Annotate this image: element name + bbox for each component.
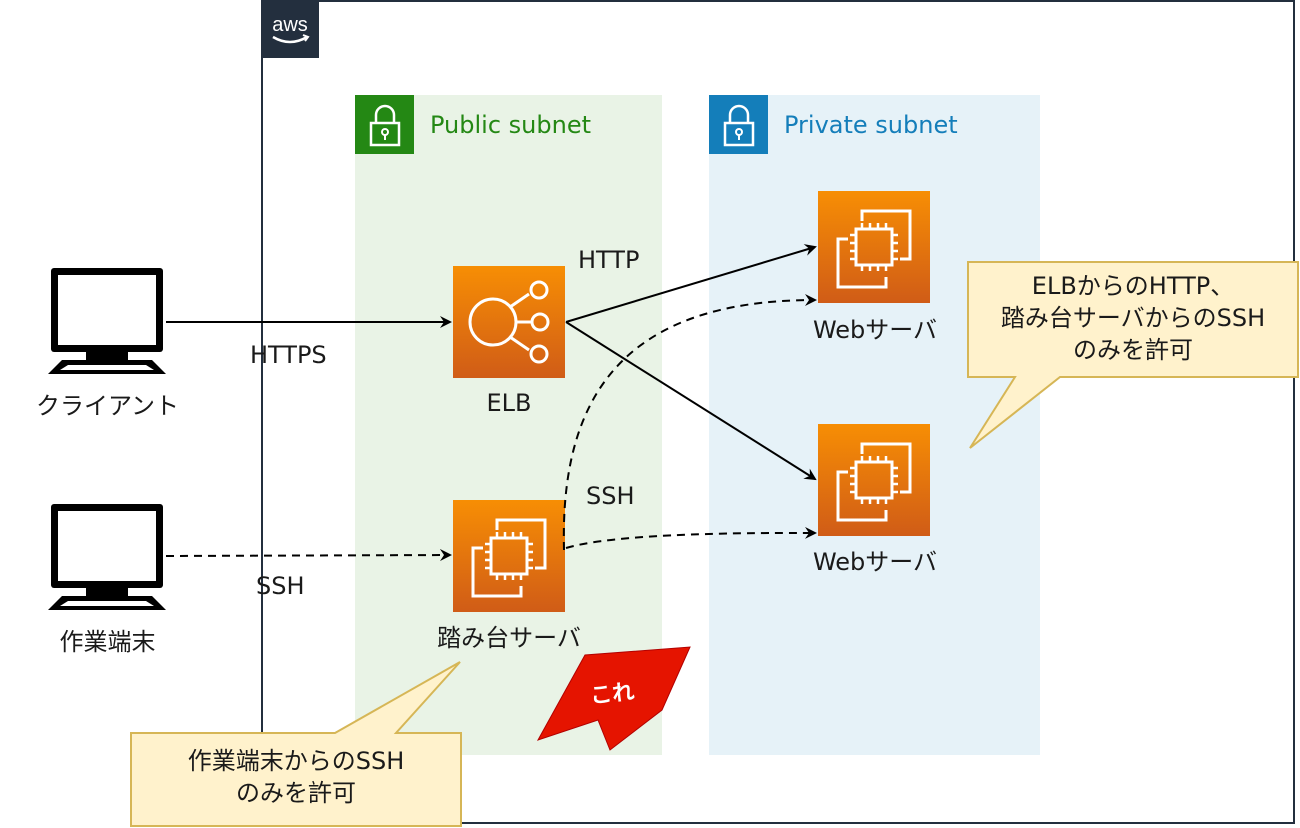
private-subnet-title: Private subnet [784,111,958,139]
public-subnet-lock-badge [355,95,414,154]
client-node[interactable] [46,264,168,382]
aws-logo-icon: aws [272,14,310,44]
web-server-1-node[interactable] [818,191,930,303]
web-callout-line-2: 踏み台サーバからのSSH [1000,304,1266,332]
ssh-connector-label-external: SSH [256,572,305,600]
web-server-2-label: Webサーバ [812,548,938,576]
http-connector-web2 [565,321,817,481]
workstation-node[interactable] [46,500,168,618]
public-subnet-title: Public subnet [430,111,591,139]
web-callout-line-1: ELBからのHTTP、 [1031,272,1235,300]
ec2-instance-icon [471,518,547,598]
lock-icon [723,104,754,146]
desktop-computer-icon [48,504,166,610]
bastion-callout-line-1: 作業端末からのSSH [187,747,405,775]
ssh-connector-workstation-bastion [165,549,452,562]
ec2-instance-icon [836,442,912,522]
bastion-callout-line-2: のみを許可 [236,779,356,807]
aws-logo-badge: aws [261,0,319,58]
web-server-1-label: Webサーバ [812,316,938,344]
workstation-label: 作業端末 [59,628,156,656]
ssh-connector-bastion-web2 [565,526,817,549]
ssh-connector-bastion-web1 [562,294,817,551]
highlight-arrow-label: これ [589,679,636,710]
highlight-arrow-shape [536,646,691,751]
desktop-computer-icon [48,268,166,374]
aws-cloud-group [261,0,1295,824]
ec2-instance-icon [836,209,912,289]
web-callout-shape [967,261,1299,449]
private-subnet-lock-badge [709,95,768,154]
elastic-load-balancer-icon [468,280,550,364]
public-subnet: Public subnet [355,95,662,755]
web-server-2-node[interactable] [818,424,930,536]
web-callout-line-3: のみを許可 [1073,336,1193,364]
bastion-callout: 作業端末からのSSH のみを許可 [131,745,461,809]
elb-node[interactable] [453,266,565,378]
aws-logo-text: aws [272,14,308,36]
bastion-label: 踏み台サーバ [437,624,581,652]
lock-icon [369,104,400,146]
ssh-connector-label-internal: SSH [586,482,635,510]
https-connector-label: HTTPS [250,341,327,369]
http-connector-label: HTTP [578,246,640,274]
web-callout: ELBからのHTTP、 踏み台サーバからのSSH のみを許可 [968,270,1298,366]
http-connector-web1 [565,244,817,323]
bastion-node[interactable] [453,500,565,612]
bastion-callout-shape [130,661,462,827]
elb-label: ELB [486,389,532,417]
client-label: クライアント [35,392,180,420]
